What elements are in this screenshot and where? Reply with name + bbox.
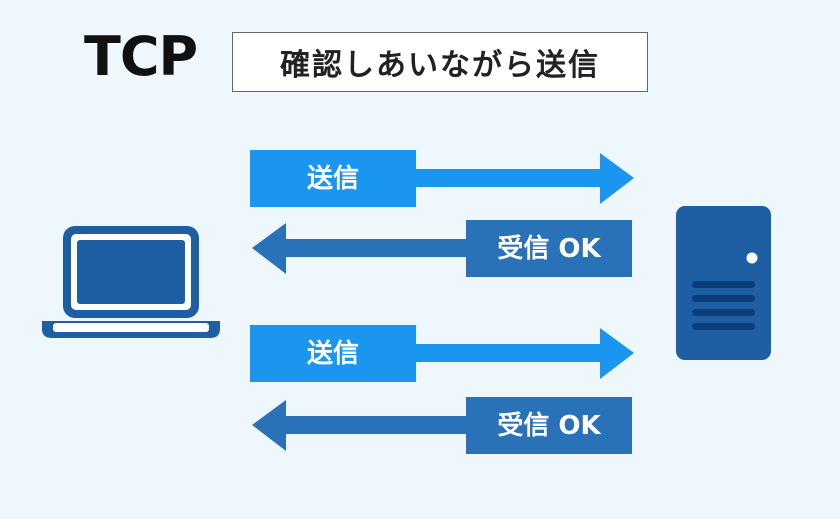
receive-arrow-label: 受信 OK: [497, 411, 601, 441]
page-title: TCP: [84, 25, 198, 88]
receive-arrow-1: 受信 OK: [248, 218, 638, 280]
send-arrow-label: 送信: [306, 164, 359, 194]
send-arrow-label: 送信: [306, 339, 359, 369]
receive-arrow-label: 受信 OK: [497, 234, 601, 264]
send-arrow-2: 送信: [248, 323, 638, 385]
server-icon: [676, 206, 771, 360]
laptop-icon: [40, 225, 222, 340]
page-subtitle: 確認しあいながら送信: [232, 32, 648, 92]
receive-arrow-2: 受信 OK: [248, 395, 638, 457]
send-arrow-1: 送信: [248, 148, 638, 210]
